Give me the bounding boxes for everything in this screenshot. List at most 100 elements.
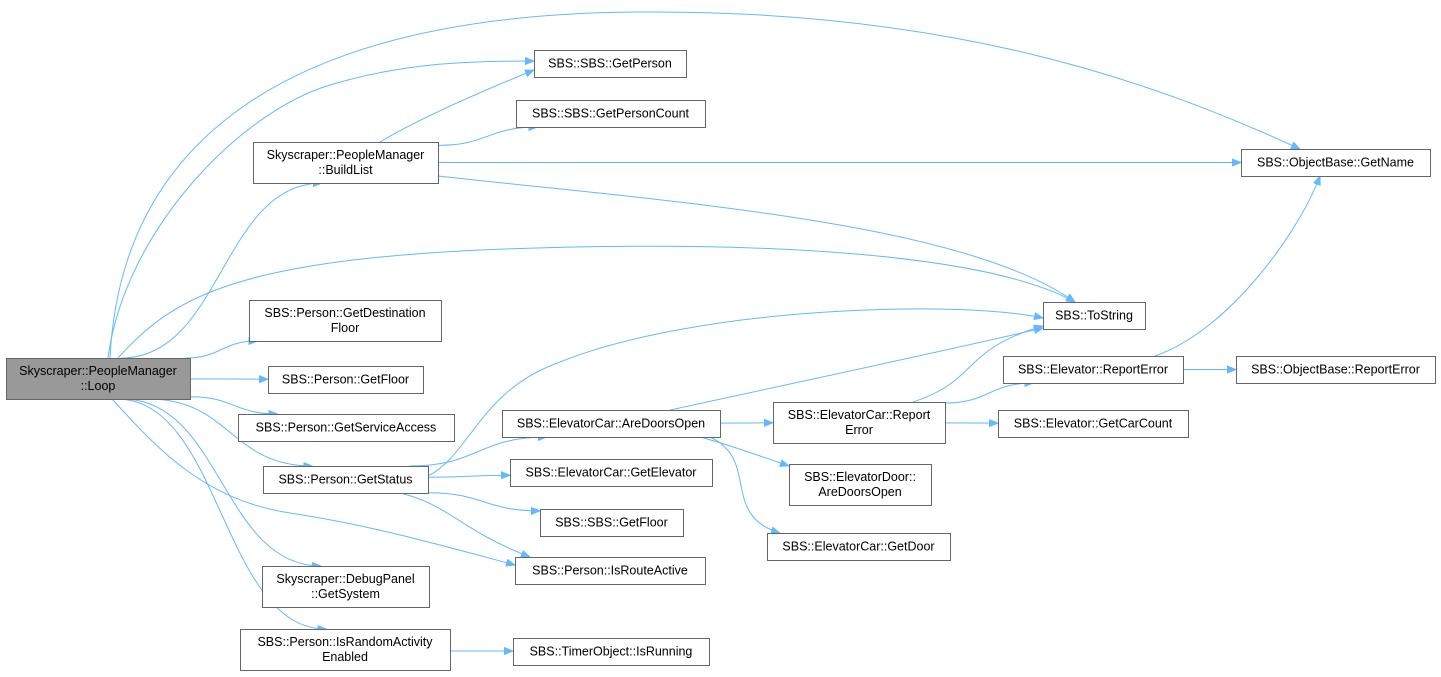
edge-loop-to-getdestfloor: [185, 341, 257, 359]
edge-loop-to-getstatus: [148, 398, 312, 466]
node-label: SBS::ElevatorCar::GetElevator: [526, 466, 697, 480]
node-box[interactable]: [6, 358, 191, 400]
edge-loop-to-tostring: [117, 245, 1075, 359]
edge-loop-to-getname: [109, 11, 1300, 359]
node-label: SBS::ElevatorCar::AreDoorsOpen: [517, 417, 705, 431]
node-box[interactable]: [534, 50, 687, 78]
node-getstatus[interactable]: SBS::Person::GetStatus: [263, 466, 429, 494]
edges-layer: [107, 11, 1320, 651]
node-label: SBS::Person::GetDestination: [264, 306, 425, 320]
node-label: ::Loop: [81, 379, 116, 393]
node-box[interactable]: [789, 464, 932, 506]
node-box[interactable]: [1241, 149, 1431, 177]
node-getelevator[interactable]: SBS::ElevatorCar::GetElevator: [510, 459, 713, 487]
node-box[interactable]: [268, 366, 424, 394]
node-label: SBS::ElevatorCar::GetDoor: [782, 540, 934, 554]
node-label: ::BuildList: [318, 163, 373, 177]
node-box[interactable]: [998, 410, 1189, 438]
node-elev_reporterror[interactable]: SBS::Elevator::ReportError: [1003, 356, 1184, 384]
edge-loop-to-israndom: [116, 398, 327, 629]
node-getsystem[interactable]: Skyscraper::DebugPanel::GetSystem: [262, 566, 430, 608]
node-box[interactable]: [773, 402, 946, 444]
node-label: AreDoorsOpen: [818, 485, 901, 499]
node-box[interactable]: [502, 410, 721, 438]
node-label: SBS::Person::GetFloor: [282, 373, 409, 387]
edge-car_reporterror-to-elev_reporterror: [944, 383, 1033, 404]
node-tostring[interactable]: SBS::ToString: [1043, 302, 1146, 330]
node-getcarcount[interactable]: SBS::Elevator::GetCarCount: [998, 410, 1189, 438]
edge-aredoorsopen_car-to-tostring: [669, 328, 1043, 411]
node-label: SBS::ElevatorDoor::: [804, 470, 916, 484]
node-door_aredoorsopen[interactable]: SBS::ElevatorDoor::AreDoorsOpen: [789, 464, 932, 506]
node-getpersoncount[interactable]: SBS::SBS::GetPersonCount: [516, 100, 706, 128]
node-isrunning[interactable]: SBS::TimerObject::IsRunning: [513, 638, 710, 666]
node-ob_reporterror[interactable]: SBS::ObjectBase::ReportError: [1236, 356, 1436, 384]
node-box[interactable]: [510, 459, 713, 487]
edge-loop-to-getserviceaccess: [189, 396, 278, 414]
node-box[interactable]: [253, 142, 439, 184]
edge-aredoorsopen_car-to-getdoor: [709, 436, 780, 533]
edge-buildlist-to-tostring: [437, 175, 1075, 302]
node-box[interactable]: [1003, 356, 1184, 384]
edge-getstatus-to-isrouteactive: [399, 492, 530, 557]
node-box[interactable]: [240, 629, 451, 671]
node-box[interactable]: [540, 509, 684, 537]
edge-loop-to-buildlist: [121, 183, 323, 359]
node-label: SBS::ObjectBase::GetName: [1257, 156, 1414, 170]
node-getname[interactable]: SBS::ObjectBase::GetName: [1241, 149, 1431, 177]
node-label: Floor: [331, 321, 359, 335]
node-getserviceaccess[interactable]: SBS::Person::GetServiceAccess: [238, 414, 455, 442]
node-label: Skyscraper::PeopleManager: [267, 148, 425, 162]
node-getperson[interactable]: SBS::SBS::GetPerson: [534, 50, 687, 78]
node-label: SBS::TimerObject::IsRunning: [530, 645, 693, 659]
node-aredoorsopen_car[interactable]: SBS::ElevatorCar::AreDoorsOpen: [502, 410, 721, 438]
node-box[interactable]: [515, 557, 706, 585]
edge-getstatus-to-aredoorsopen_car: [409, 437, 548, 467]
node-box[interactable]: [249, 300, 442, 342]
node-label: SBS::Elevator::ReportError: [1018, 363, 1168, 377]
node-box[interactable]: [1236, 356, 1436, 384]
node-box[interactable]: [238, 414, 455, 442]
node-getfloor_sbs[interactable]: SBS::SBS::GetFloor: [540, 509, 684, 537]
node-label: SBS::ToString: [1055, 309, 1133, 323]
edge-loop-to-getsystem: [122, 398, 321, 566]
node-box[interactable]: [262, 566, 430, 608]
node-label: SBS::ElevatorCar::Report: [788, 408, 931, 422]
node-getfloor_p[interactable]: SBS::Person::GetFloor: [268, 366, 424, 394]
edge-getstatus-to-tostring: [427, 308, 1043, 477]
node-label: Error: [845, 423, 873, 437]
edge-elev_reporterror-to-getname: [1154, 176, 1320, 357]
edge-getstatus-to-getelevator: [427, 475, 510, 477]
edge-loop-to-isrouteactive: [111, 398, 515, 565]
node-label: Skyscraper::DebugPanel: [276, 572, 414, 586]
edge-buildlist-to-getperson: [379, 69, 534, 143]
edge-aredoorsopen_car-to-door_aredoorsopen: [699, 436, 789, 466]
nodes-layer: Skyscraper::PeopleManager::LoopSBS::SBS:…: [6, 50, 1436, 671]
node-buildlist[interactable]: Skyscraper::PeopleManager::BuildList: [253, 142, 439, 184]
node-label: Skyscraper::PeopleManager: [19, 364, 177, 378]
node-label: SBS::ObjectBase::ReportError: [1251, 363, 1420, 377]
node-label: ::GetSystem: [311, 587, 380, 601]
node-label: SBS::SBS::GetFloor: [555, 516, 668, 530]
node-label: SBS::SBS::GetPerson: [548, 57, 672, 71]
node-loop[interactable]: Skyscraper::PeopleManager::Loop: [6, 358, 191, 400]
edge-loop-to-getperson: [107, 61, 534, 359]
node-label: Enabled: [322, 650, 368, 664]
node-label: SBS::Person::IsRouteActive: [532, 564, 688, 578]
node-label: SBS::Person::IsRandomActivity: [257, 635, 433, 649]
node-box[interactable]: [263, 466, 429, 494]
node-label: SBS::Person::GetServiceAccess: [256, 421, 437, 435]
node-box[interactable]: [516, 100, 706, 128]
node-isrouteactive[interactable]: SBS::Person::IsRouteActive: [515, 557, 706, 585]
node-box[interactable]: [513, 638, 710, 666]
edge-car_reporterror-to-tostring: [912, 326, 1043, 403]
node-box[interactable]: [1043, 302, 1146, 330]
edge-getstatus-to-getfloor_sbs: [427, 492, 540, 511]
node-box[interactable]: [767, 533, 951, 561]
node-car_reporterror[interactable]: SBS::ElevatorCar::ReportError: [773, 402, 946, 444]
node-getdoor[interactable]: SBS::ElevatorCar::GetDoor: [767, 533, 951, 561]
node-label: SBS::SBS::GetPersonCount: [532, 107, 690, 121]
